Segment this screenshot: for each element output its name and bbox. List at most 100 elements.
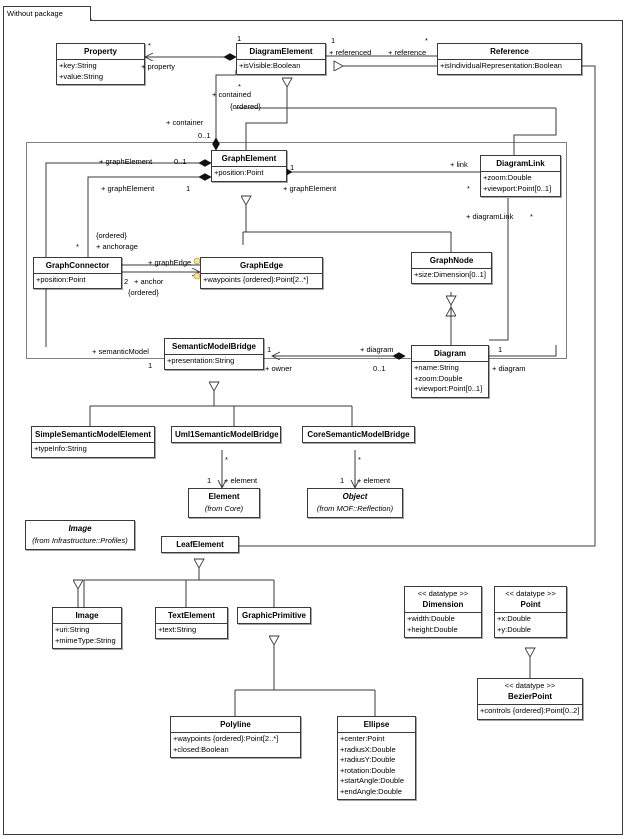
- attribute: +closed:Boolean: [173, 744, 229, 754]
- attribute: +center:Point: [340, 734, 385, 743]
- class-box-diagram[interactable]: Diagram +name:String +zoom:Double +viewp…: [411, 345, 489, 398]
- label-reference-star: *: [425, 36, 428, 45]
- class-box-graph-edge[interactable]: GraphEdge +waypoints {ordered}:Point[2..…: [200, 257, 323, 289]
- class-attributes: +waypoints {ordered}:Point[2..*]: [201, 273, 322, 288]
- label-diagramlink-role: + diagramLink: [466, 212, 514, 221]
- attribute: +isIndividualRepresentation:Boolean: [440, 61, 562, 70]
- class-package: (from Core): [204, 504, 244, 513]
- label-anchor-mult: 2: [124, 277, 129, 286]
- class-attributes: +key:String +value:String: [57, 59, 144, 84]
- attribute: +key:String: [59, 61, 97, 70]
- class-box-graph-element[interactable]: GraphElement +position:Point: [211, 150, 287, 182]
- class-box-simple-semantic-model-element[interactable]: SimpleSemanticModelElement +typeInfo:Str…: [31, 426, 155, 458]
- attribute: +name:String: [414, 363, 459, 372]
- attribute: +waypoints {ordered}:Point[2..*]: [203, 275, 309, 284]
- class-box-property[interactable]: Property +key:String +value:String: [56, 43, 145, 85]
- attribute: +presentation:String: [167, 356, 235, 365]
- label-anchor-ordered: {ordered}: [128, 288, 159, 297]
- class-box-graph-connector[interactable]: GraphConnector +position:Point: [33, 257, 122, 289]
- attribute: +radiusY:Double: [340, 755, 396, 764]
- label-graphedge-role: + graphEdge: [148, 258, 192, 267]
- class-name: GraphConnector: [45, 261, 110, 270]
- label-anchor-role: + anchor: [134, 277, 164, 286]
- label-graphelement-mult-c: 1: [290, 163, 295, 172]
- label-referenced-one: 1: [331, 36, 336, 45]
- label-property-role: + property: [141, 62, 175, 71]
- class-stereotype: << datatype >>: [417, 589, 469, 598]
- attribute: +waypoints {ordered}:Point[2..*]: [173, 734, 279, 743]
- class-name: Element: [208, 492, 240, 501]
- class-name: BezierPoint: [507, 692, 552, 701]
- class-name: CoreSemanticModelBridge: [307, 430, 410, 439]
- attribute: +rotation:Double: [340, 765, 396, 775]
- label-contained-ordered: {ordered}: [230, 102, 261, 111]
- class-box-element[interactable]: Element (from Core): [188, 488, 260, 518]
- class-box-polyline[interactable]: Polyline +waypoints {ordered}:Point[2..*…: [170, 716, 301, 758]
- class-box-bezier-point[interactable]: << datatype >> BezierPoint +controls {or…: [477, 678, 583, 720]
- label-semanticmodel-mult: 1: [148, 361, 153, 370]
- class-name: Diagram: [433, 349, 466, 358]
- label-diagram-role-a: + diagram: [360, 345, 394, 354]
- class-name: GraphElement: [221, 154, 277, 163]
- label-core-element-mult: 1: [340, 476, 345, 485]
- class-name: GraphicPrimitive: [241, 611, 307, 620]
- attribute: +startAngle:Double: [340, 776, 404, 785]
- class-box-reference[interactable]: Reference +isIndividualRepresentation:Bo…: [437, 43, 582, 75]
- class-name: Object: [342, 492, 368, 501]
- class-box-object[interactable]: Object (from MOF::Reflection): [307, 488, 403, 518]
- class-name: Point: [520, 600, 541, 609]
- label-contained-star: *: [238, 82, 241, 91]
- class-attributes: +zoom:Double +viewport:Point[0..1]: [481, 171, 560, 196]
- class-name: Image: [75, 611, 99, 620]
- class-attributes: +text:String: [156, 623, 227, 638]
- attribute: +endAngle:Double: [340, 786, 402, 796]
- label-smb-one: 1: [267, 345, 272, 354]
- class-name: TextElement: [168, 611, 215, 620]
- class-attributes: +position:Point: [34, 273, 121, 288]
- class-name: Polyline: [220, 720, 251, 729]
- class-name: Image: [68, 524, 92, 533]
- class-box-leaf-element[interactable]: LeafElement: [161, 536, 239, 553]
- attribute: +controls {ordered}:Point[0..2]: [480, 706, 580, 715]
- label-core-element-role: + element: [357, 476, 391, 485]
- class-box-image[interactable]: Image +uri:String +mimeType:String: [52, 607, 122, 649]
- class-name: Property: [84, 47, 117, 56]
- class-name: Reference: [490, 47, 529, 56]
- label-graphelement-mult-b: 1: [186, 184, 191, 193]
- class-box-diagram-element[interactable]: DiagramElement +isVisible:Boolean: [236, 43, 326, 75]
- class-box-text-element[interactable]: TextElement +text:String: [155, 607, 228, 639]
- class-box-graphic-primitive[interactable]: GraphicPrimitive: [237, 607, 311, 624]
- class-box-graph-node[interactable]: GraphNode +size:Dimension[0..1]: [411, 252, 492, 284]
- class-box-image-abstract[interactable]: Image (from Infrastructure::Profiles): [25, 520, 135, 550]
- class-attributes: +size:Dimension[0..1]: [412, 268, 491, 283]
- class-box-diagram-link[interactable]: DiagramLink +zoom:Double +viewport:Point…: [480, 155, 561, 197]
- package-tab-label: Without package: [7, 9, 63, 18]
- class-box-semantic-model-bridge[interactable]: SemanticModelBridge +presentation:String: [164, 338, 264, 370]
- attribute: +position:Point: [214, 168, 264, 177]
- attribute: +zoom:Double: [483, 173, 532, 182]
- attribute: +zoom:Double: [414, 373, 463, 383]
- label-core-star: *: [358, 455, 361, 464]
- label-property-star: *: [148, 41, 151, 50]
- label-anchorage-star: *: [76, 242, 79, 251]
- label-owner-role: + owner: [265, 364, 292, 373]
- attribute: +radiusX:Double: [340, 744, 396, 754]
- class-box-ellipse[interactable]: Ellipse +center:Point +radiusX:Double +r…: [337, 716, 416, 800]
- class-attributes: +width:Double +height:Double: [405, 612, 481, 637]
- label-referenced-role: + referenced: [329, 48, 372, 57]
- attribute: +isVisible:Boolean: [239, 61, 301, 70]
- label-graphelement-role-b: + graphElement: [101, 184, 155, 193]
- class-box-core-semantic-model-bridge[interactable]: CoreSemanticModelBridge: [302, 426, 415, 443]
- class-name: DiagramLink: [496, 159, 545, 168]
- class-package: (from Infrastructure::Profiles): [32, 536, 128, 545]
- class-box-dimension[interactable]: << datatype >> Dimension +width:Double +…: [404, 586, 482, 638]
- label-anchorage-role: + anchorage: [96, 242, 138, 251]
- class-box-point[interactable]: << datatype >> Point +x:Double +y:Double: [494, 586, 567, 638]
- class-box-uml1-semantic-model-bridge[interactable]: Uml1SemanticModelBridge: [171, 426, 281, 443]
- class-attributes: +x:Double +y:Double: [495, 612, 566, 637]
- class-package: (from MOF::Reflection): [316, 504, 394, 513]
- class-name: GraphEdge: [239, 261, 284, 270]
- label-container-role: + container: [166, 118, 204, 127]
- label-semanticmodel-role: + semanticModel: [92, 347, 149, 356]
- label-container-mult: 0..1: [198, 131, 211, 140]
